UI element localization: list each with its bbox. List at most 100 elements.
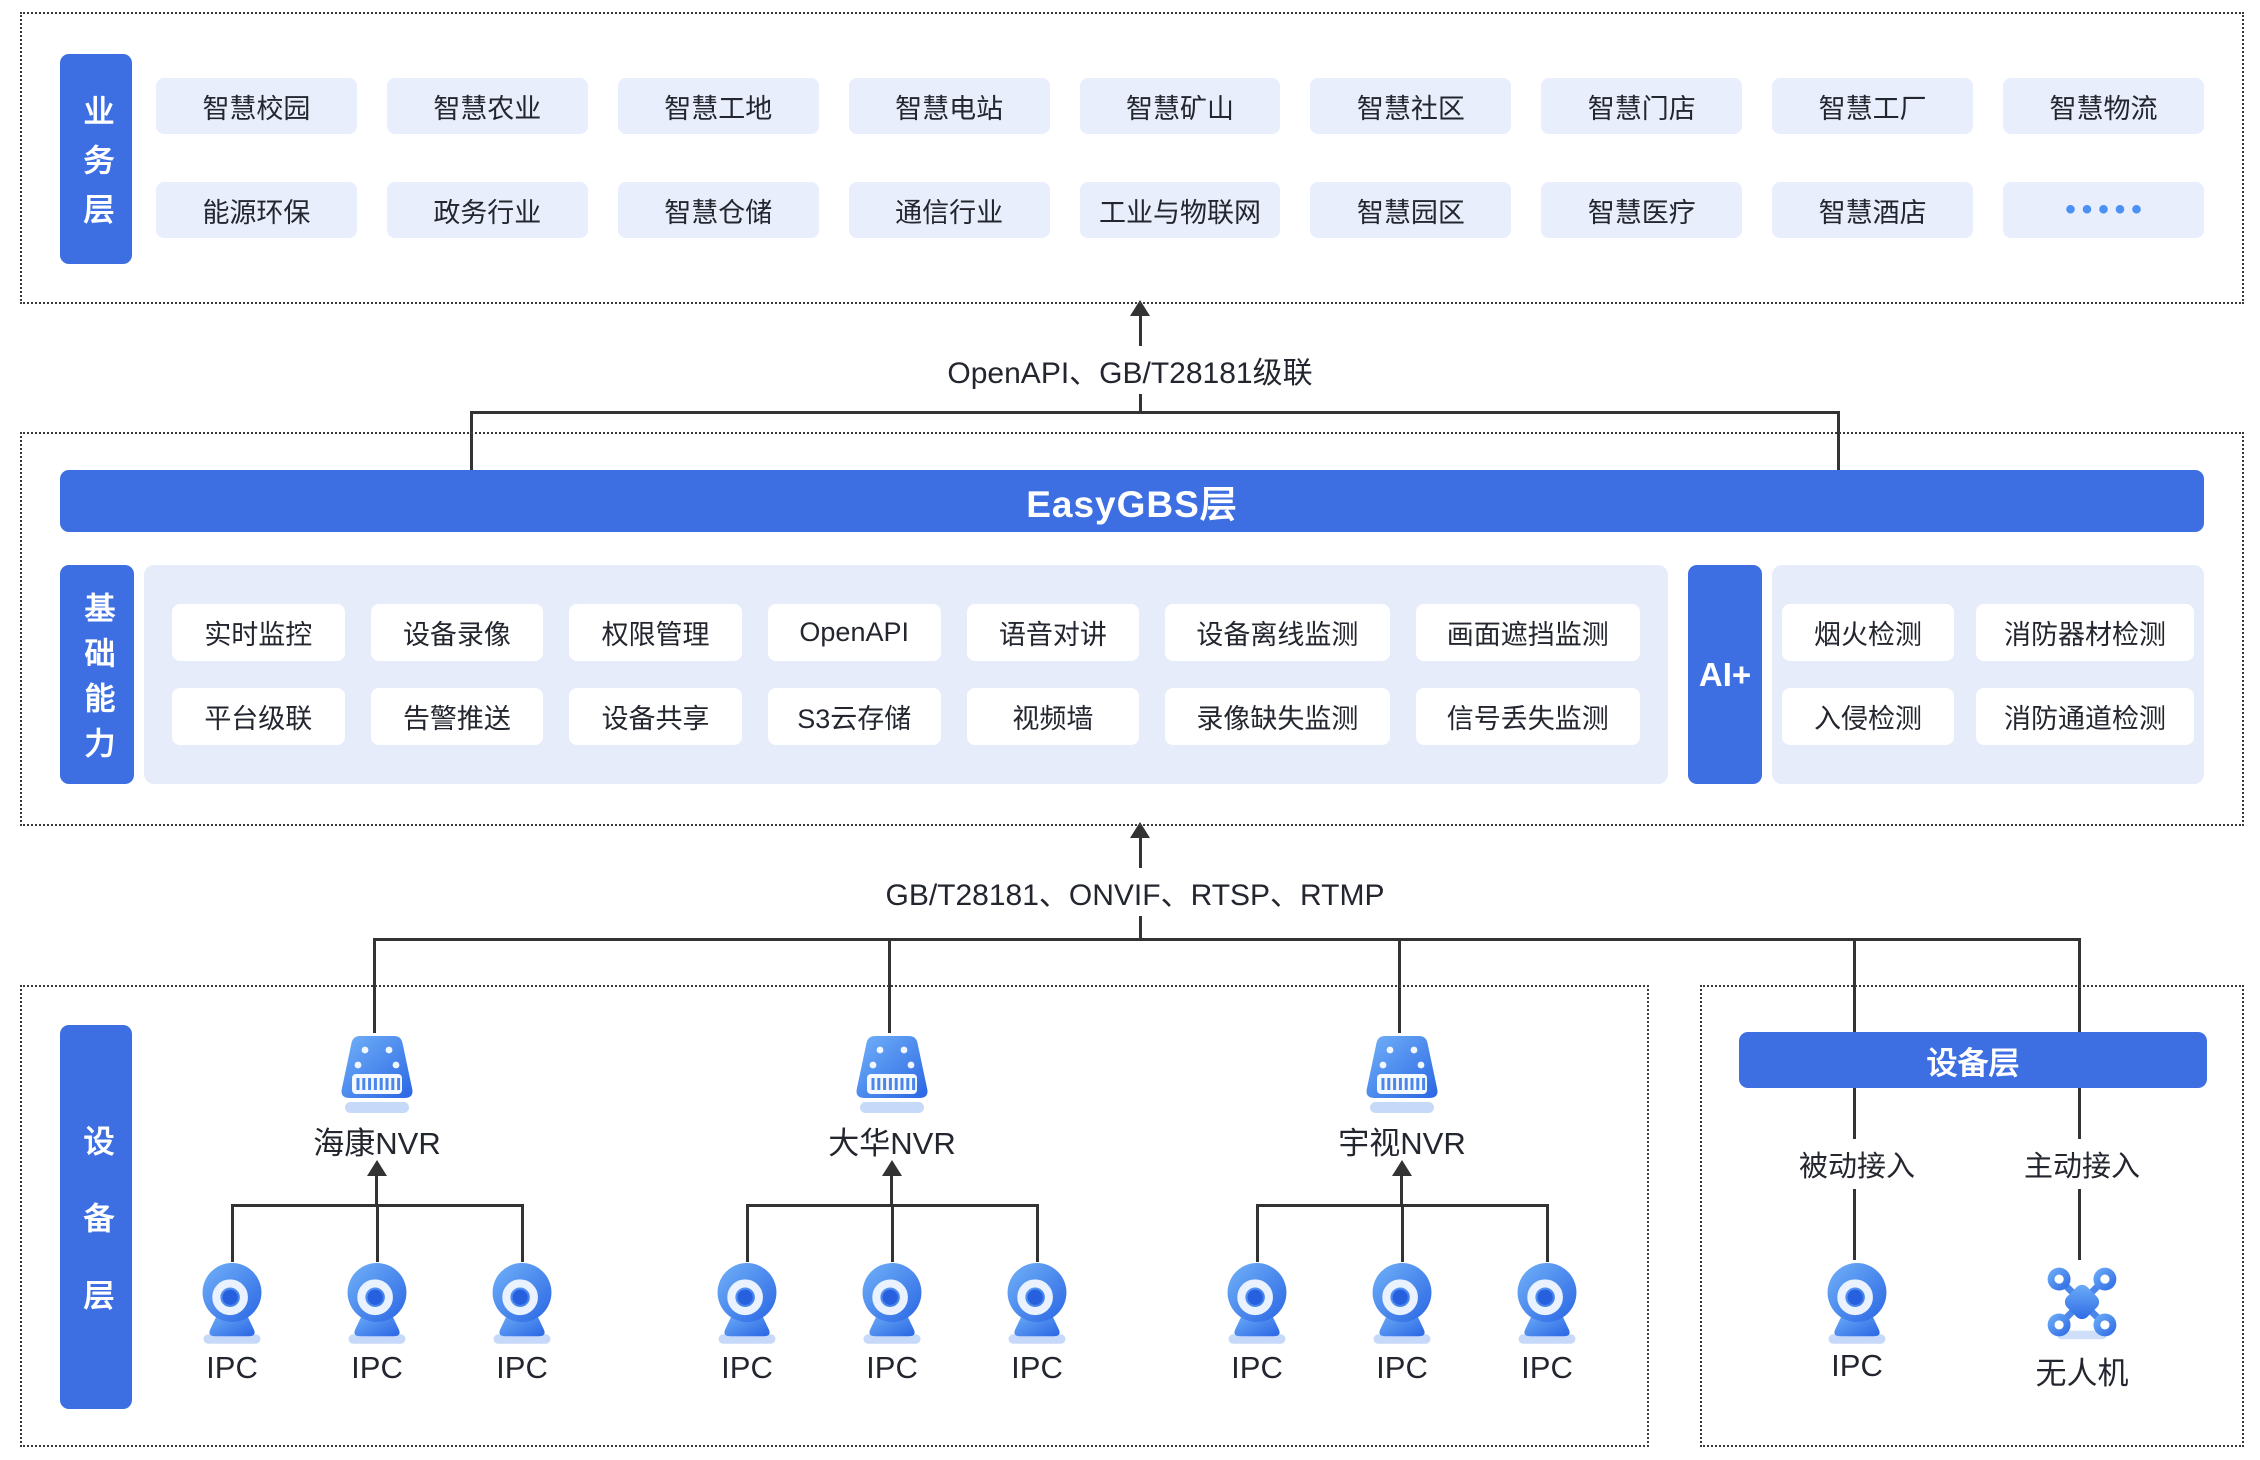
bracket-line xyxy=(376,1204,379,1262)
bracket-line xyxy=(746,1204,749,1262)
nvr-name: 大华NVR xyxy=(828,1126,956,1161)
business-chip: 智慧校园 xyxy=(156,78,357,134)
nvr-icon xyxy=(1354,1032,1450,1116)
bracket-line xyxy=(374,938,2081,941)
ipc-label: IPC xyxy=(1011,1350,1063,1385)
device-layer-label: 设备层 xyxy=(60,1025,132,1409)
capability-chip: S3云存储 xyxy=(767,688,941,745)
capability-chip: 语音对讲 xyxy=(966,604,1140,661)
business-chip: 智慧电站 xyxy=(848,78,1050,134)
ai-panel: 烟火检测 消防器材检测 入侵检测 消防通道检测 xyxy=(1772,565,2204,784)
ai-chip: 烟火检测 xyxy=(1782,604,1954,661)
bracket-line xyxy=(1256,1204,1259,1262)
business-chip: 智慧物流 xyxy=(2003,78,2204,134)
capability-chip: 信号丢失监测 xyxy=(1415,688,1640,745)
capability-chip: 设备录像 xyxy=(370,604,544,661)
passive-access-label: 被动接入 xyxy=(1790,1139,1924,1189)
ipc-camera-icon xyxy=(339,1260,415,1344)
nvr-icon xyxy=(844,1032,940,1116)
capability-chip: 视频墙 xyxy=(966,688,1140,745)
ipc-label: IPC xyxy=(496,1350,548,1385)
business-chip: 智慧农业 xyxy=(386,78,588,134)
more-industries-chip: ••••• xyxy=(2003,182,2204,238)
bracket-line xyxy=(1853,938,1856,1260)
drone-icon xyxy=(2038,1260,2126,1344)
business-chip: 智慧工厂 xyxy=(1772,78,1974,134)
bottom-protocol-label: GB/T28181、ONVIF、RTSP、RTMP xyxy=(871,868,1399,916)
bracket-line xyxy=(521,1204,524,1262)
ipc-label: IPC xyxy=(206,1350,258,1385)
ipc-camera-icon xyxy=(1219,1260,1295,1344)
ai-chip: 入侵检测 xyxy=(1782,688,1954,745)
top-protocol-label: OpenAPI、GB/T28181级联 xyxy=(933,346,1327,394)
capability-chip: 画面遮挡监测 xyxy=(1415,604,1640,661)
arrow-up-icon xyxy=(1392,1160,1412,1176)
ipc-camera-icon xyxy=(1364,1260,1440,1344)
business-chip: 智慧矿山 xyxy=(1079,78,1281,134)
business-chip: 智慧仓储 xyxy=(617,182,819,238)
business-layer-panel: 业务层 智慧校园 智慧农业 智慧工地 智慧电站 智慧矿山 智慧社区 智慧门店 智… xyxy=(20,12,2244,304)
business-chip: 工业与物联网 xyxy=(1079,182,1281,238)
ipc-camera-icon xyxy=(709,1260,785,1344)
bracket-line xyxy=(1036,1204,1039,1262)
ipc-camera-icon xyxy=(1819,1260,1895,1344)
capability-chip: 告警推送 xyxy=(370,688,544,745)
ipc-camera-icon xyxy=(1509,1260,1585,1344)
easygbs-layer-panel: EasyGBS层 基础能力 实时监控 设备录像 权限管理 OpenAPI 语音对… xyxy=(20,432,2244,826)
business-chip: 智慧工地 xyxy=(617,78,819,134)
bracket-line xyxy=(2078,938,2081,1260)
connector-line xyxy=(890,1174,893,1207)
business-chip: 通信行业 xyxy=(848,182,1050,238)
ipc-label: IPC xyxy=(1376,1350,1428,1385)
ai-chip: 消防通道检测 xyxy=(1976,688,2194,745)
easygbs-bar: EasyGBS层 xyxy=(60,470,2204,532)
ipc-camera-icon xyxy=(999,1260,1075,1344)
capability-chip: 设备共享 xyxy=(569,688,742,745)
drone-label: 无人机 xyxy=(2035,1356,2129,1391)
bracket-line xyxy=(470,411,1840,414)
access-panel-header: 设备层 xyxy=(1739,1032,2207,1088)
ipc-camera-icon xyxy=(854,1260,930,1344)
bracket-line xyxy=(231,1204,234,1262)
business-chip: 智慧社区 xyxy=(1310,78,1512,134)
capability-chip: 实时监控 xyxy=(172,604,345,661)
access-panel: 设备层 被动接入 主动接入 IPC 无人机 xyxy=(1700,985,2244,1447)
ai-chip: 消防器材检测 xyxy=(1976,604,2194,661)
bracket-line xyxy=(1837,411,1840,470)
connector-line xyxy=(375,1174,378,1207)
business-chip: 智慧园区 xyxy=(1310,182,1512,238)
capability-chip: 平台级联 xyxy=(172,688,345,745)
capability-chip: 录像缺失监测 xyxy=(1165,688,1390,745)
nvr-name: 宇视NVR xyxy=(1338,1126,1466,1161)
active-access-label: 主动接入 xyxy=(2015,1139,2149,1189)
arrow-up-icon xyxy=(1130,822,1150,838)
bracket-line xyxy=(891,1204,894,1262)
capability-label: 基础能力 xyxy=(60,565,134,784)
nvr-group: 海康NVR IPC IPC IPC xyxy=(167,1032,587,1394)
nvr-group: 大华NVR IPC IPC IPC xyxy=(682,1032,1102,1394)
ai-plus-label: AI+ xyxy=(1688,565,1762,784)
business-chip-grid: 智慧校园 智慧农业 智慧工地 智慧电站 智慧矿山 智慧社区 智慧门店 智慧工厂 … xyxy=(156,14,2204,302)
ipc-camera-icon xyxy=(484,1260,560,1344)
business-chip: 政务行业 xyxy=(386,182,588,238)
ipc-label: IPC xyxy=(1231,1350,1283,1385)
business-chip: 智慧医疗 xyxy=(1541,182,1743,238)
nvr-name: 海康NVR xyxy=(313,1126,441,1161)
capability-panel: 实时监控 设备录像 权限管理 OpenAPI 语音对讲 设备离线监测 画面遮挡监… xyxy=(144,565,1668,784)
capability-chip: 设备离线监测 xyxy=(1165,604,1390,661)
ipc-label: IPC xyxy=(1831,1348,1883,1383)
ipc-label: IPC xyxy=(866,1350,918,1385)
capability-chip: 权限管理 xyxy=(569,604,742,661)
business-layer-label: 业务层 xyxy=(60,54,132,264)
capability-chip: OpenAPI xyxy=(767,604,941,661)
business-chip: 智慧门店 xyxy=(1541,78,1743,134)
bracket-line xyxy=(470,411,473,470)
bracket-line xyxy=(1546,1204,1549,1262)
nvr-group: 宇视NVR IPC IPC IPC xyxy=(1192,1032,1612,1394)
business-chip: 能源环保 xyxy=(156,182,357,238)
device-layer-panel: 设备层 海康NVR IPC IPC IPC 大华NVR xyxy=(20,985,1649,1447)
ipc-camera-icon xyxy=(194,1260,270,1344)
business-chip: 智慧酒店 xyxy=(1772,182,1974,238)
nvr-icon xyxy=(329,1032,425,1116)
